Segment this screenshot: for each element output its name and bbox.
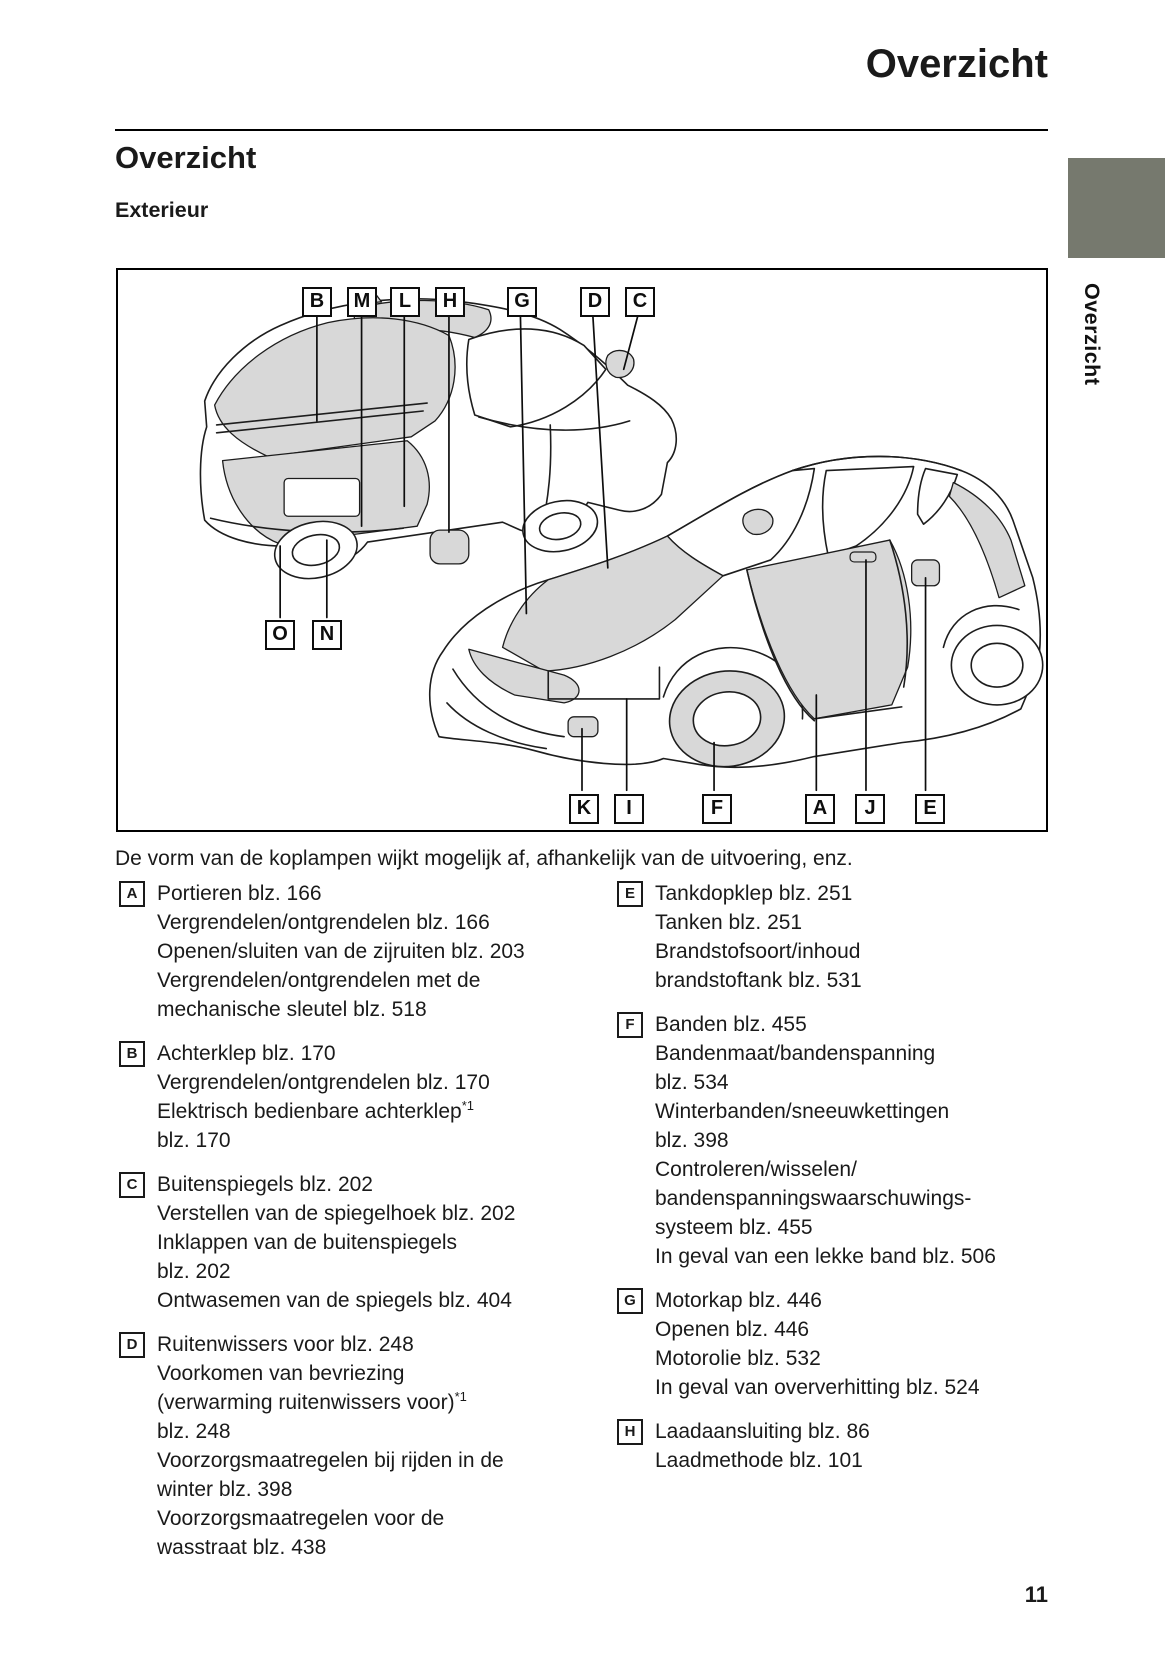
legend-line: Vergrendelen/ontgrendelen blz. 170 <box>157 1071 490 1094</box>
rear-view-car-art <box>200 294 676 586</box>
leader-line-G <box>520 317 526 614</box>
diagram-callout-D: D <box>580 287 610 317</box>
legend-marker-D: D <box>119 1332 145 1358</box>
legend-line: Voorzorgsmaatregelen voor de <box>157 1507 445 1530</box>
legend-line: Brandstofsoort/inhoud <box>655 940 861 963</box>
callout-leader-lines <box>280 317 925 791</box>
legend-text-H: Laadaansluiting blz. 86 Laadmethode blz. … <box>655 1417 870 1475</box>
legend-marker-B: B <box>119 1041 145 1067</box>
legend-line: blz. 398 <box>655 1129 729 1152</box>
legend-line: Winterbanden/sneeuwkettingen <box>655 1100 950 1123</box>
legend-line: Openen blz. 446 <box>655 1318 810 1341</box>
legend-line: Voorzorgsmaatregelen bij rijden in de <box>157 1449 504 1472</box>
legend-line: winter blz. 398 <box>157 1478 293 1501</box>
leader-line-D <box>593 317 608 568</box>
diagram-callout-H: H <box>435 287 465 317</box>
legend-line: Controleren/wisselen/ <box>655 1158 857 1181</box>
legend-marker-H: H <box>617 1419 643 1445</box>
legend-line: Banden blz. 455 <box>655 1013 807 1036</box>
legend-line: Portieren blz. 166 <box>157 882 322 905</box>
diagram-callout-K: K <box>569 794 599 824</box>
legend-line: Laadaansluiting blz. 86 <box>655 1420 870 1443</box>
legend-marker-A: A <box>119 881 145 907</box>
figure-note: De vorm van de koplampen wijkt mogelijk … <box>115 847 853 870</box>
exterior-diagram-artwork <box>118 270 1046 830</box>
legend-line: Tanken blz. 251 <box>655 911 803 934</box>
diagram-callout-I: I <box>614 794 644 824</box>
header-divider <box>115 129 1048 131</box>
section-title: Overzicht <box>115 140 257 175</box>
legend-line: Laadmethode blz. 101 <box>655 1449 863 1472</box>
page-number: 11 <box>1024 1582 1048 1607</box>
legend-line: blz. 534 <box>655 1071 729 1094</box>
chapter-tab-label: Overzicht <box>1080 283 1104 386</box>
legend-line: Inklappen van de buitenspiegels <box>157 1231 458 1254</box>
legend-line: Motorolie blz. 532 <box>655 1347 821 1370</box>
legend-line: Buitenspiegels blz. 202 <box>157 1173 373 1196</box>
legend-line: wasstraat blz. 438 <box>157 1536 327 1559</box>
diagram-callout-M: M <box>347 287 377 317</box>
legend-line: Bandenmaat/bandenspanning <box>655 1042 936 1065</box>
leader-line-C <box>624 317 638 370</box>
diagram-callout-G: G <box>507 287 537 317</box>
legend-line: (verwarming ruitenwissers voor)*1 <box>157 1389 467 1414</box>
legend-line: In geval van een lekke band blz. 506 <box>655 1245 996 1268</box>
diagram-callout-O: O <box>265 620 295 650</box>
legend-line: In geval van oververhitting blz. 524 <box>655 1376 980 1399</box>
legend-line: Verstellen van de spiegelhoek blz. 202 <box>157 1202 516 1225</box>
diagram-callout-E: E <box>915 794 945 824</box>
diagram-callout-L: L <box>390 287 420 317</box>
legend-line: blz. 202 <box>157 1260 231 1283</box>
diagram-callout-J: J <box>855 794 885 824</box>
legend-marker-F: F <box>617 1012 643 1038</box>
diagram-callout-A: A <box>805 794 835 824</box>
legend-line: Motorkap blz. 446 <box>655 1289 822 1312</box>
diagram-callout-F: F <box>702 794 732 824</box>
legend-line: blz. 248 <box>157 1420 231 1443</box>
legend-line: systeem blz. 455 <box>655 1216 813 1239</box>
legend-line: Achterklep blz. 170 <box>157 1042 336 1065</box>
legend-item-H: H Laadaansluiting blz. 86 Laadmethode blz.… <box>617 1417 1062 1475</box>
legend-marker-E: E <box>617 881 643 907</box>
legend-line: Ontwasemen van de spiegels blz. 404 <box>157 1289 512 1312</box>
legend-line: Vergrendelen/ontgrendelen met de <box>157 969 481 992</box>
subsection-title: Exterieur <box>115 198 209 222</box>
legend-line: Elektrisch bedienbare achterklep*1 <box>157 1098 474 1123</box>
diagram-callout-B: B <box>302 287 332 317</box>
legend-marker-C: C <box>119 1172 145 1198</box>
front-view-car-art <box>430 456 1043 774</box>
legend-line: bandenspanningswaarschuwings- <box>655 1187 972 1210</box>
legend-line: brandstoftank blz. 531 <box>655 969 862 992</box>
legend-line: Voorkomen van bevriezing <box>157 1362 405 1385</box>
legend-line: Openen/sluiten van de zijruiten blz. 203 <box>157 940 525 963</box>
diagram-callout-N: N <box>312 620 342 650</box>
legend-line: Tankdopklep blz. 251 <box>655 882 853 905</box>
legend-line: Vergrendelen/ontgrendelen blz. 166 <box>157 911 490 934</box>
page-title: Overzicht <box>865 42 1048 86</box>
diagram-callout-C: C <box>625 287 655 317</box>
legend-line: Ruitenwissers voor blz. 248 <box>157 1333 414 1356</box>
legend-line: blz. 170 <box>157 1129 231 1152</box>
legend-line: mechanische sleutel blz. 518 <box>157 998 427 1021</box>
chapter-tab <box>1068 158 1165 258</box>
legend-marker-G: G <box>617 1288 643 1314</box>
